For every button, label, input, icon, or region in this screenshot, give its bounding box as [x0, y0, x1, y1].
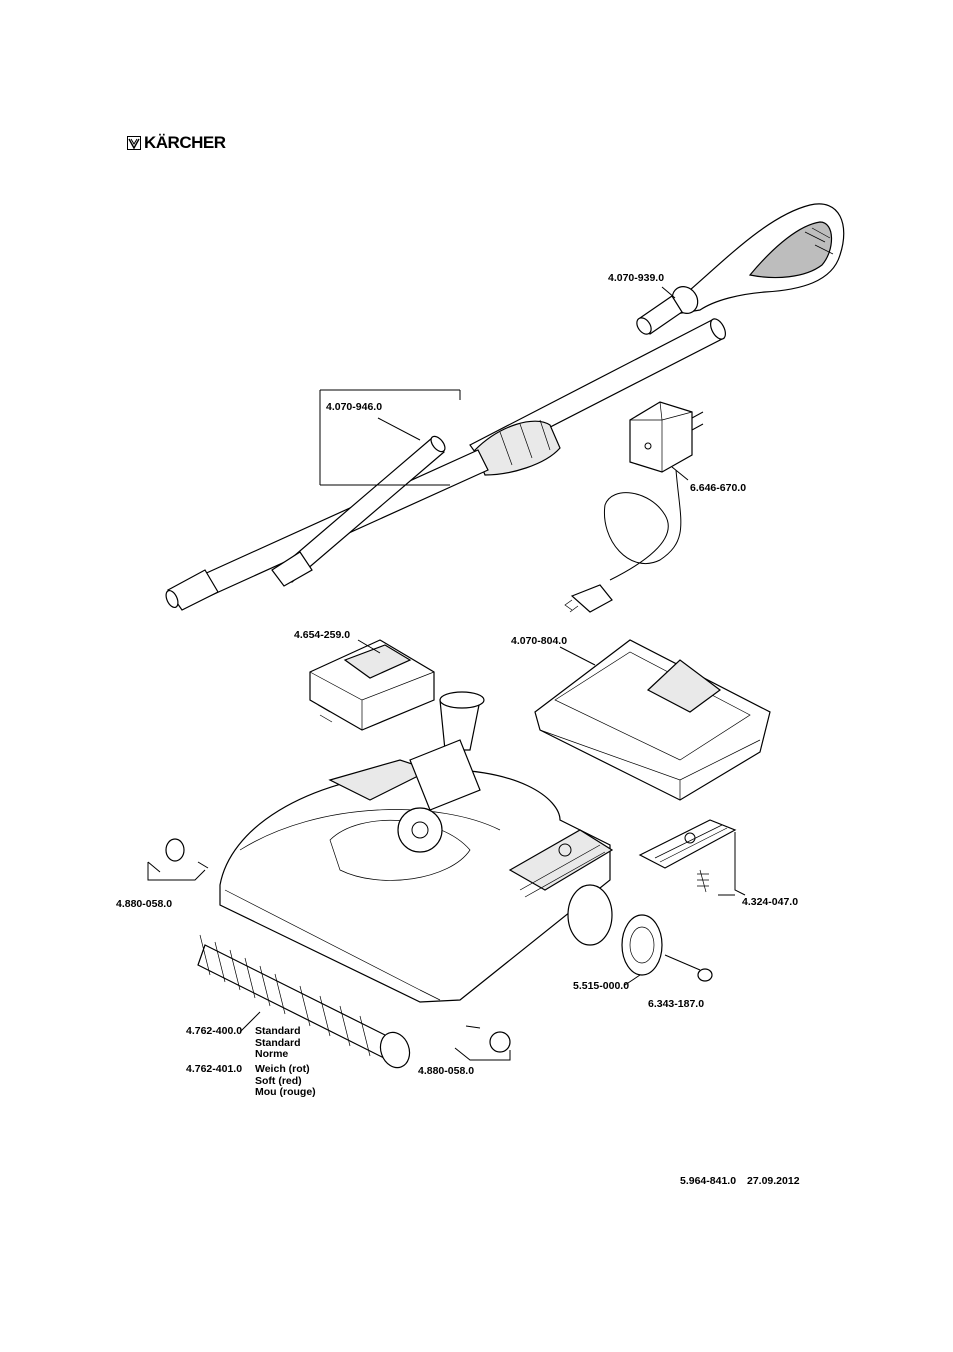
label-battery: 4.654-259.0 [294, 630, 350, 641]
brush-standard-desc-fr: Norme [255, 1049, 301, 1061]
brush-soft-desc-de: Weich (rot) [255, 1064, 316, 1076]
label-roller-right: 4.880-058.0 [418, 1066, 474, 1077]
doc-number: 5.964-841.0 [680, 1175, 736, 1187]
handle-part [634, 204, 844, 337]
brush-soft-description: Weich (rot) Soft (red) Mou (rouge) [255, 1064, 316, 1099]
label-brush-standard: 4.762-400.0 [186, 1026, 242, 1037]
dustpan-part [535, 640, 770, 800]
label-wheel: 5.515-000.0 [573, 981, 629, 992]
label-tube: 4.070-946.0 [326, 402, 382, 413]
document-footer: 5.964-841.0 27.09.2012 [680, 1175, 800, 1187]
label-brush-soft: 4.762-401.0 [186, 1064, 242, 1075]
cap-part [665, 955, 712, 981]
label-cover: 4.324-047.0 [742, 897, 798, 908]
brush-soft-desc-fr: Mou (rouge) [255, 1087, 316, 1099]
roller-right-part [466, 1026, 510, 1052]
label-charger: 6.646-670.0 [690, 483, 746, 494]
roller-left-part [165, 839, 208, 868]
sweeper-base-part [220, 760, 612, 1002]
label-dustpan: 4.070-804.0 [511, 636, 567, 647]
label-cap: 6.343-187.0 [648, 999, 704, 1010]
label-handle: 4.070-939.0 [608, 273, 664, 284]
label-roller-left: 4.880-058.0 [116, 899, 172, 910]
cover-part [640, 820, 735, 892]
charger-part [565, 402, 703, 612]
brush-standard-description: Standard Standard Norme [255, 1026, 301, 1061]
tube-part [164, 434, 488, 610]
brush-standard-desc-de: Standard [255, 1026, 301, 1038]
doc-date: 27.09.2012 [747, 1175, 800, 1187]
battery-part [310, 640, 434, 730]
wheel-part [568, 885, 662, 975]
